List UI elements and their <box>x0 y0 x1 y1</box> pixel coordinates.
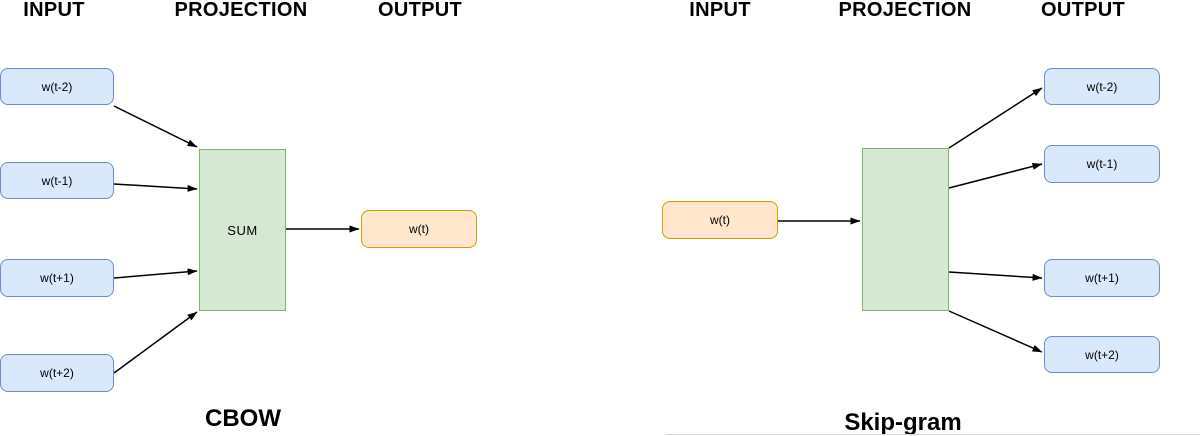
skipgram-header-projection: PROJECTION <box>838 0 972 21</box>
arrow-cbow-wt-2-to-sum <box>113 105 198 148</box>
skipgram-projection-box <box>862 148 949 311</box>
skipgram-header-output: OUTPUT <box>1040 0 1126 21</box>
skipgram-input-node-wt: w(t) <box>662 201 778 239</box>
cbow-input-node-wt+2: w(t+2) <box>0 354 114 392</box>
cbow-input-node-wt-2: w(t-2) <box>0 68 114 105</box>
cbow-header-projection: PROJECTION <box>174 0 308 21</box>
cbow-output-node-wt: w(t) <box>361 210 477 248</box>
cbow-header-output: OUTPUT <box>377 0 463 21</box>
cbow-input-node-wt-1: w(t-1) <box>0 162 114 199</box>
arrow-skipgram-projection-to-wt-1 <box>948 162 1043 189</box>
arrow-cbow-wt+1-to-sum <box>113 268 198 279</box>
skipgram-output-node-wt-2: w(t-2) <box>1044 68 1160 105</box>
skipgram-output-node-wt+2: w(t+2) <box>1044 336 1160 373</box>
cbow-projection-sum-box: SUM <box>199 149 286 311</box>
arrow-cbow-wt+2-to-sum <box>113 311 198 374</box>
cbow-input-node-wt+1: w(t+1) <box>0 259 114 297</box>
arrow-skipgram-projection-to-wt+1 <box>948 271 1043 281</box>
skipgram-title: Skip-gram <box>844 409 962 436</box>
cbow-header-input: INPUT <box>23 0 85 21</box>
skipgram-output-node-wt+1: w(t+1) <box>1044 259 1160 297</box>
bottom-divider-line <box>666 434 1200 435</box>
skipgram-header-input: INPUT <box>689 0 751 21</box>
arrow-skipgram-projection-to-wt-2 <box>948 87 1043 149</box>
arrow-cbow-wt-1-to-sum <box>113 183 198 192</box>
arrow-skipgram-projection-to-wt+2 <box>948 310 1043 353</box>
skipgram-output-node-wt-1: w(t-1) <box>1044 145 1160 183</box>
cbow-title: CBOW <box>205 405 281 432</box>
